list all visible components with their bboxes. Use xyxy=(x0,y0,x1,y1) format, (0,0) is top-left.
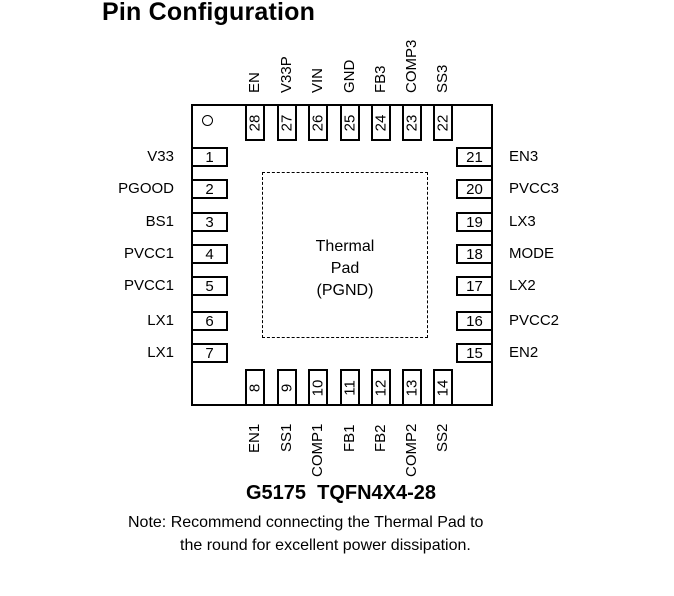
pin-label-left: LX1 xyxy=(147,344,174,361)
pin-number: 25 xyxy=(341,114,359,131)
pin-label-right: EN2 xyxy=(509,344,539,361)
pin-label-left: V33 xyxy=(147,148,174,165)
pin-number: 12 xyxy=(372,379,390,396)
pin-number: 6 xyxy=(205,312,214,330)
pin-number: 13 xyxy=(403,379,421,396)
pin-box-top: 23 xyxy=(402,104,422,141)
pin-label-right: LX2 xyxy=(509,277,536,294)
pin-box-bottom: 11 xyxy=(340,369,360,406)
pin-number: 28 xyxy=(246,114,264,131)
pin-box-right: 20 xyxy=(456,179,493,199)
thermal-pad-line-1: Thermal xyxy=(315,238,375,255)
pin-label-left: PVCC1 xyxy=(123,245,174,262)
package-name: G5175 TQFN4X4-28 xyxy=(245,482,437,504)
note-line-2: the round for excellent power dissipatio… xyxy=(180,537,471,554)
pin-label-top: EN xyxy=(246,72,263,93)
pin-number: 18 xyxy=(466,245,483,263)
pin-label-left: PVCC1 xyxy=(123,277,174,294)
pin-number: 16 xyxy=(466,312,483,330)
pin-label-top: FB3 xyxy=(372,65,389,93)
pin-label-right: PVCC3 xyxy=(509,180,560,197)
pin-label-top: SS3 xyxy=(434,64,451,93)
pin-box-top: 24 xyxy=(371,104,391,141)
pin-number: 3 xyxy=(205,213,214,231)
pin-label-bottom: SS2 xyxy=(434,423,451,452)
pin-box-bottom: 8 xyxy=(245,369,265,406)
pin-box-left: 2 xyxy=(191,179,228,199)
pin-label-bottom: COMP1 xyxy=(309,423,326,477)
pin-box-bottom: 10 xyxy=(308,369,328,406)
pin-box-top: 25 xyxy=(340,104,360,141)
pin-number: 1 xyxy=(205,148,214,166)
pin-box-left: 3 xyxy=(191,212,228,232)
pin-label-left: PGOOD xyxy=(118,180,174,197)
pin-box-top: 27 xyxy=(277,104,297,141)
pin-number: 11 xyxy=(341,379,359,396)
pin-box-right: 21 xyxy=(456,147,493,167)
pin-number: 9 xyxy=(278,383,296,392)
pin-label-right: MODE xyxy=(509,245,554,262)
pin-label-bottom: COMP2 xyxy=(403,423,420,477)
pin-box-left: 7 xyxy=(191,343,228,363)
pin-number: 27 xyxy=(278,114,296,131)
pin-box-top: 22 xyxy=(433,104,453,141)
pin-label-right: LX3 xyxy=(509,213,536,230)
pin-number: 2 xyxy=(205,180,214,198)
pin-label-right: EN3 xyxy=(509,148,539,165)
pin-box-left: 5 xyxy=(191,276,228,296)
pin-number: 21 xyxy=(466,148,483,166)
pin-number: 22 xyxy=(434,114,452,131)
pin-number: 14 xyxy=(434,379,452,396)
pin-number: 10 xyxy=(309,379,327,396)
pin-box-left: 1 xyxy=(191,147,228,167)
pin-box-bottom: 14 xyxy=(433,369,453,406)
pin-number: 4 xyxy=(205,245,214,263)
pin-label-top: VIN xyxy=(309,67,326,93)
thermal-pad-label: Thermal Pad (PGND) xyxy=(262,236,428,302)
pin-label-top: V33P xyxy=(278,56,295,93)
pin-number: 5 xyxy=(205,277,214,295)
pin-number: 17 xyxy=(466,277,483,295)
pin-label-left: LX1 xyxy=(147,312,174,329)
thermal-pad-line-2: Pad xyxy=(330,260,360,277)
pin-label-bottom: FB2 xyxy=(372,424,389,452)
thermal-pad xyxy=(262,172,428,338)
pin-label-top: GND xyxy=(341,59,358,93)
pin-label-right: PVCC2 xyxy=(509,312,560,329)
pin-box-right: 17 xyxy=(456,276,493,296)
pin1-indicator-dot xyxy=(202,115,213,126)
pin-box-top: 28 xyxy=(245,104,265,141)
pin-number: 23 xyxy=(403,114,421,131)
page-title: Pin Configuration xyxy=(102,0,316,26)
pin-label-top: COMP3 xyxy=(403,39,420,93)
pin-box-right: 18 xyxy=(456,244,493,264)
pin-number: 26 xyxy=(309,114,327,131)
pin-label-bottom: SS1 xyxy=(278,423,295,452)
pin-number: 15 xyxy=(466,344,483,362)
pin-number: 24 xyxy=(372,114,390,131)
pin-box-right: 19 xyxy=(456,212,493,232)
note-line-1: Note: Recommend connecting the Thermal P… xyxy=(128,514,484,531)
pin-label-left: BS1 xyxy=(145,213,174,230)
pin-box-right: 16 xyxy=(456,311,493,331)
pin-label-bottom: FB1 xyxy=(341,424,358,452)
pin-number: 19 xyxy=(466,213,483,231)
pin-box-bottom: 9 xyxy=(277,369,297,406)
pin-box-top: 26 xyxy=(308,104,328,141)
pin-box-right: 15 xyxy=(456,343,493,363)
thermal-pad-line-3: (PGND) xyxy=(316,282,374,299)
pin-number: 7 xyxy=(205,344,214,362)
pin-box-left: 6 xyxy=(191,311,228,331)
pin-number: 8 xyxy=(246,383,264,392)
pin-label-bottom: EN1 xyxy=(246,423,263,453)
pin-box-left: 4 xyxy=(191,244,228,264)
pin-box-bottom: 13 xyxy=(402,369,422,406)
pin-box-bottom: 12 xyxy=(371,369,391,406)
pin-number: 20 xyxy=(466,180,483,198)
